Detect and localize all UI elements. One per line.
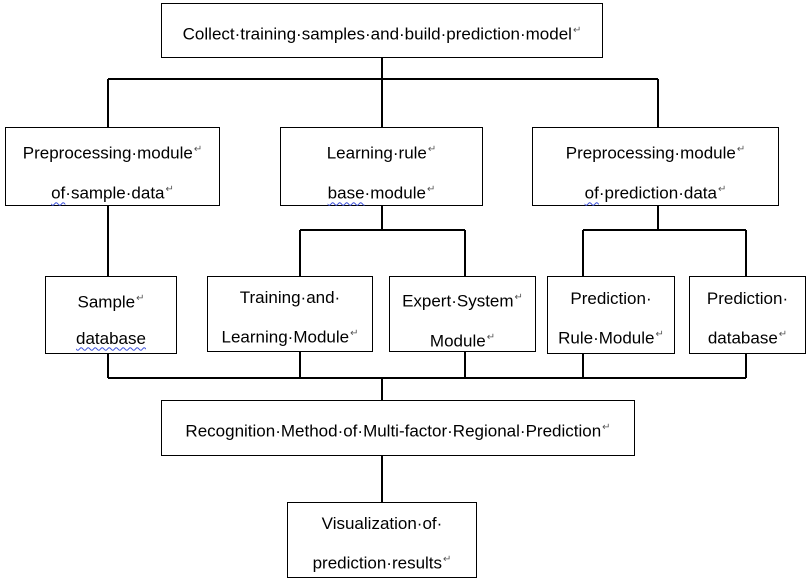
box-text-line: Recognition·Method·of·Multi-factor·Regio… (185, 421, 611, 441)
box-text-line: base·module↵ (327, 183, 436, 203)
box-text-line: Sample↵ (77, 292, 145, 312)
box-text-line: Preprocessing·module↵ (565, 143, 746, 163)
box-text-line: Training·and· (239, 288, 341, 307)
box-text-line: Preprocessing·module↵ (22, 143, 203, 163)
prediction-rule-box: Prediction· Rule·Module↵ (547, 276, 675, 354)
preprocessing-sample-box: Preprocessing·module↵ of·sample·data↵ (5, 127, 220, 206)
box-text-line: Rule·Module↵ (558, 328, 664, 348)
learning-rule-box: Learning·rule↵ base·module↵ (280, 127, 483, 206)
box-text-line: of·prediction·data↵ (584, 183, 727, 203)
box-text-line: Prediction· (706, 289, 789, 308)
box-text-line: Learning·Module↵ (221, 327, 359, 347)
box-text-line: database (76, 328, 146, 348)
expert-system-box: Expert·System↵ Module↵ (389, 276, 536, 352)
box-text-line: Prediction· (570, 289, 652, 308)
prediction-database-box: Prediction· database↵ (689, 276, 806, 354)
box-text-line: Learning·rule↵ (326, 143, 437, 163)
visualization-box: Visualization·of· prediction·results↵ (287, 502, 477, 578)
collect-samples-box: Collect·training·samples·and·build·predi… (161, 3, 603, 58)
preprocessing-prediction-box: Preprocessing·module↵ of·prediction·data… (532, 127, 779, 206)
box-text-line: Module↵ (429, 331, 496, 351)
training-learning-box: Training·and· Learning·Module↵ (207, 276, 373, 352)
box-text-line: prediction·results↵ (312, 553, 452, 573)
sample-database-box: Sample↵ database (45, 276, 177, 354)
recognition-method-box: Recognition·Method·of·Multi-factor·Regio… (161, 400, 635, 456)
box-text-line: Collect·training·samples·and·build·predi… (182, 24, 582, 44)
box-text-line: Visualization·of· (321, 514, 443, 533)
box-text-line: database↵ (707, 328, 788, 348)
box-text-line: of·sample·data↵ (51, 183, 174, 203)
box-text-line: Expert·System↵ (402, 291, 523, 311)
